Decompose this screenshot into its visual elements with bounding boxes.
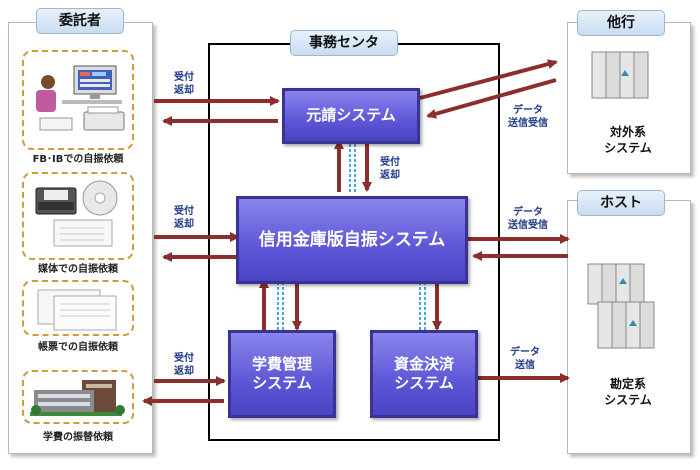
label-uketsuke-henkyaku-2: 受付 返却 <box>174 206 194 230</box>
client-label-media: 媒体での自振依頼 <box>38 264 118 275</box>
label-data-soushin-jushin-2: データ 送信受信 <box>508 207 548 231</box>
client-school <box>22 370 134 424</box>
shinkin-jifuri-system-box[interactable]: 信用金庫版自振システム <box>236 196 468 284</box>
shikin-kessai-system-box[interactable]: 資金決済 システム <box>370 330 478 418</box>
client-label-fb-ib: FB･IBでの自振依頼 <box>32 154 124 165</box>
tako-system-label: 対外系 システム <box>604 125 652 155</box>
client-fb-ib <box>22 50 134 150</box>
jimu-center-title: 事務センタ <box>290 30 398 56</box>
pc-user-illustration <box>36 65 125 131</box>
label-uketsuke-henkyaku-1: 受付 返却 <box>174 72 194 96</box>
server-rack-icon-host <box>587 263 655 349</box>
client-label-forms: 帳票での自振依頼 <box>38 342 118 353</box>
host-title: ホスト <box>577 190 665 216</box>
client-forms <box>22 280 134 336</box>
label-data-soushin-jushin-1: データ 送信受信 <box>508 105 548 129</box>
label-uketsuke-henkyaku-3: 受付 返却 <box>174 353 194 377</box>
forms-illustration <box>37 289 117 331</box>
label-data-soushin: データ 送信 <box>510 347 540 371</box>
school-building-illustration <box>30 380 125 416</box>
itakusha-title: 委託者 <box>36 8 124 34</box>
server-rack-icon-tako <box>591 51 649 99</box>
media-illustration <box>35 180 118 247</box>
client-media <box>22 172 134 260</box>
motouke-system-box[interactable]: 元請システム <box>282 88 420 144</box>
tako-title: 他行 <box>577 10 665 36</box>
label-uketsuke-henkyaku-4: 受付 返却 <box>380 157 400 181</box>
host-system-label: 勘定系 システム <box>604 377 652 407</box>
gakuhi-system-box[interactable]: 学費管理 システム <box>228 330 336 418</box>
client-label-school: 学費の振替依頼 <box>43 432 113 443</box>
